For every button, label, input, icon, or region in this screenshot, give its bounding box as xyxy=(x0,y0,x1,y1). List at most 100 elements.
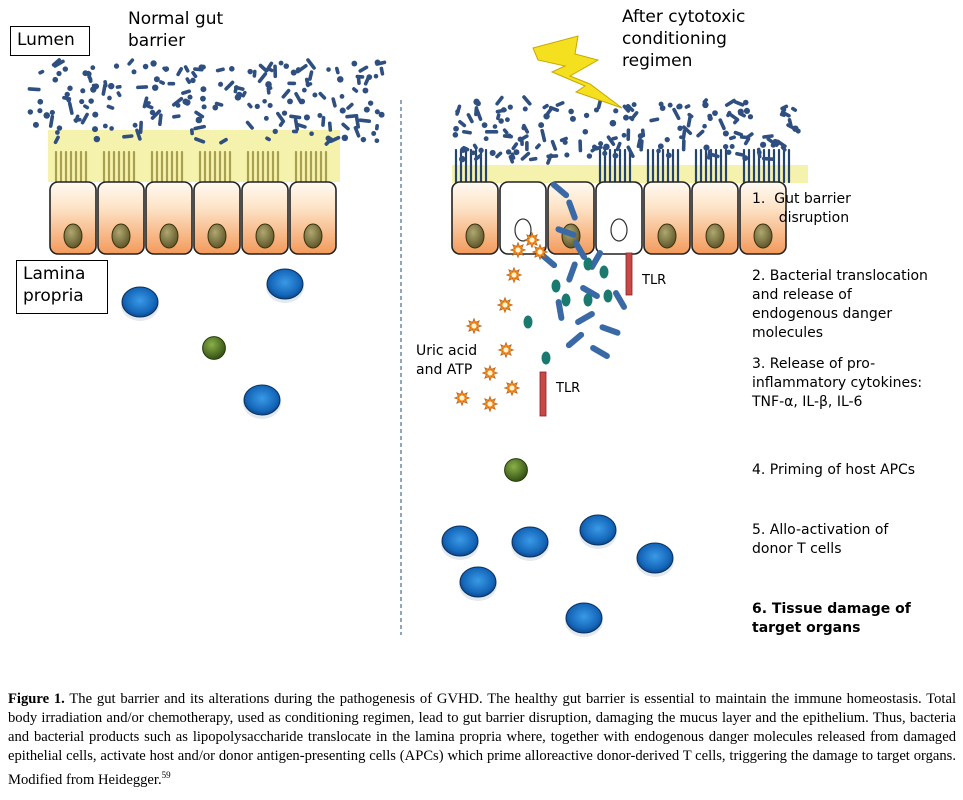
bacterium xyxy=(759,141,767,148)
bacterium xyxy=(135,128,142,141)
bacterium xyxy=(55,130,60,135)
cytokine xyxy=(603,289,613,303)
bacterium xyxy=(684,104,691,109)
bacterium xyxy=(83,104,90,110)
mucus-layer-disrupted xyxy=(452,165,607,183)
bacterium xyxy=(484,130,499,134)
bacterium xyxy=(326,67,331,72)
t-cell xyxy=(459,566,497,598)
bacterium xyxy=(56,70,62,77)
bacterium xyxy=(459,155,466,163)
bacterium xyxy=(622,104,631,113)
bacterium xyxy=(215,67,225,73)
bacterium xyxy=(331,97,337,108)
danger-core xyxy=(537,249,543,255)
bacterium xyxy=(628,115,635,122)
bacterium xyxy=(187,94,193,100)
bacterium xyxy=(153,76,160,83)
bacterium xyxy=(301,87,307,93)
cytokine xyxy=(599,265,609,279)
t-cell xyxy=(266,268,304,300)
epithelial-cell xyxy=(241,181,289,255)
bacterium xyxy=(659,105,666,111)
bacterium xyxy=(472,143,478,150)
bacterium xyxy=(637,133,644,139)
bacterium xyxy=(144,101,151,106)
lamina-propria-label: Lamina propria xyxy=(16,260,108,314)
bacterium xyxy=(363,106,370,113)
bacterium xyxy=(696,129,705,138)
bacterium xyxy=(289,114,302,120)
bacterium xyxy=(756,147,762,159)
danger-core xyxy=(487,401,493,407)
bacterium xyxy=(198,64,205,71)
bacterium xyxy=(53,59,65,68)
bacterium xyxy=(257,72,268,84)
translocating-bacterium xyxy=(589,250,604,270)
translocating-bacterium xyxy=(555,226,577,238)
bacterium xyxy=(510,152,516,160)
bacterium xyxy=(505,149,512,155)
translocating-bacterium xyxy=(575,311,595,325)
bacterium xyxy=(578,139,583,153)
epithelial-cell xyxy=(643,181,691,255)
danger-core xyxy=(515,247,521,253)
bacterium xyxy=(582,128,589,135)
bacterium xyxy=(378,111,385,118)
bacterium xyxy=(363,76,370,86)
gut-barrier-diagram xyxy=(27,35,808,637)
cell-nucleus xyxy=(207,223,227,249)
bacterium xyxy=(520,151,531,161)
epithelial-cell xyxy=(193,181,241,255)
bacterium xyxy=(305,82,313,87)
bacterium xyxy=(602,150,608,156)
bacterium xyxy=(62,95,72,101)
bacterium xyxy=(181,89,192,95)
bacterium xyxy=(360,136,367,143)
bacterium xyxy=(508,154,515,164)
bacterium xyxy=(548,105,560,113)
bacterium xyxy=(265,61,274,73)
bacterium xyxy=(265,136,271,142)
bacterium xyxy=(522,106,528,112)
bacterium xyxy=(295,122,307,129)
bacterium xyxy=(611,136,618,141)
bacterium xyxy=(303,114,310,121)
bacterium xyxy=(116,91,122,98)
bacterium xyxy=(525,141,529,152)
bacterium xyxy=(287,98,293,105)
bacterium xyxy=(766,137,779,147)
epithelial-cell xyxy=(547,181,595,255)
bacterium xyxy=(528,156,538,162)
bacterium xyxy=(190,77,196,84)
bacterium xyxy=(122,134,134,139)
bacterium xyxy=(542,103,549,110)
uric-acid-label: Uric acid and ATP xyxy=(416,342,477,380)
bacterium xyxy=(107,95,112,101)
bacterium xyxy=(43,112,51,119)
bacterium xyxy=(568,108,574,115)
bacterium xyxy=(281,88,291,99)
epithelial-cell xyxy=(499,181,547,255)
bacterium xyxy=(32,121,39,128)
apc-nucleus xyxy=(202,336,226,360)
translocating-bacterium xyxy=(573,240,587,260)
cell-nucleus xyxy=(159,223,179,249)
bacterium xyxy=(466,113,474,124)
bacterium xyxy=(470,150,476,156)
epithelial-cell xyxy=(595,181,643,255)
bacterium xyxy=(115,84,122,89)
bacterium xyxy=(562,139,568,145)
bacterium xyxy=(743,107,751,114)
bacterium xyxy=(214,101,224,107)
bacterium xyxy=(329,135,341,144)
bacterium xyxy=(74,114,80,123)
bacterium xyxy=(355,74,365,79)
bacterium xyxy=(775,139,780,146)
t-cells xyxy=(121,268,674,637)
after-title: After cytotoxic conditioning regimen xyxy=(622,6,745,72)
translocating-bacterium xyxy=(590,345,610,359)
bacterium xyxy=(106,104,115,110)
bacterium xyxy=(626,145,635,158)
lumen-label: Lumen xyxy=(10,26,90,56)
